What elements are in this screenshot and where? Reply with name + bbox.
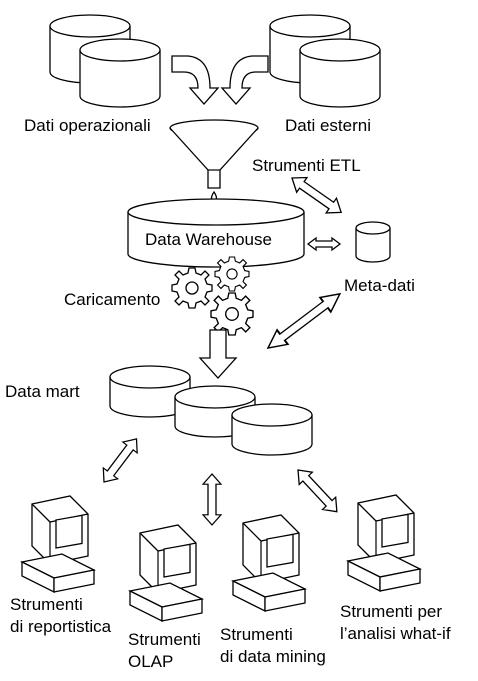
data-mart-stores	[109, 365, 313, 456]
gear-icon	[210, 292, 254, 336]
curved-arrow-icon	[171, 55, 220, 105]
double-arrow-icon	[202, 473, 222, 526]
reporting-tools-label-line2: di reportistica	[10, 617, 112, 636]
external-data-source	[269, 14, 381, 108]
data-warehouse-label: Data Warehouse	[145, 230, 272, 249]
computer-terminal-icon	[232, 514, 306, 612]
database-cylinder-icon	[231, 403, 313, 456]
gear-icon	[214, 256, 250, 292]
database-cylinder-icon	[299, 38, 381, 108]
metadata-label: Meta-dati	[344, 276, 415, 295]
data-mart-label: Data mart	[5, 382, 80, 401]
metadata-store	[355, 221, 391, 263]
computer-terminal-icon	[21, 495, 95, 593]
double-arrow-icon	[290, 463, 345, 519]
down-arrow-icon	[198, 329, 238, 379]
loading-gears	[171, 256, 254, 336]
double-arrow-icon	[261, 285, 347, 357]
curved-arrow-icon	[220, 55, 269, 105]
loading-label: Caricamento	[64, 290, 160, 309]
olap-tools-label-line1: Strumenti	[128, 630, 201, 649]
double-arrow-icon	[96, 432, 145, 489]
operational-data-label: Dati operazionali	[24, 116, 151, 135]
gear-icon	[171, 267, 213, 309]
database-cylinder-icon	[79, 38, 161, 108]
funnel-icon	[169, 119, 259, 205]
mining-tools-label-line1: Strumenti	[220, 625, 293, 644]
etl-tools-label: Strumenti ETL	[252, 156, 361, 175]
double-arrow-icon	[306, 236, 342, 252]
computer-terminal-icon	[347, 494, 421, 592]
reporting-tools-label-line1: Strumenti	[10, 595, 83, 614]
operational-data-source	[49, 14, 161, 108]
mining-tools-label-line2: di data mining	[220, 647, 326, 666]
computer-terminal-icon	[129, 524, 203, 622]
data-warehouse-store	[127, 198, 305, 268]
external-data-label: Dati esterni	[285, 116, 371, 135]
whatif-tools-label-line2: l’analisi what-if	[340, 624, 451, 643]
whatif-tools-label-line1: Strumenti per	[340, 602, 442, 621]
olap-tools-label-line2: OLAP	[128, 652, 173, 671]
